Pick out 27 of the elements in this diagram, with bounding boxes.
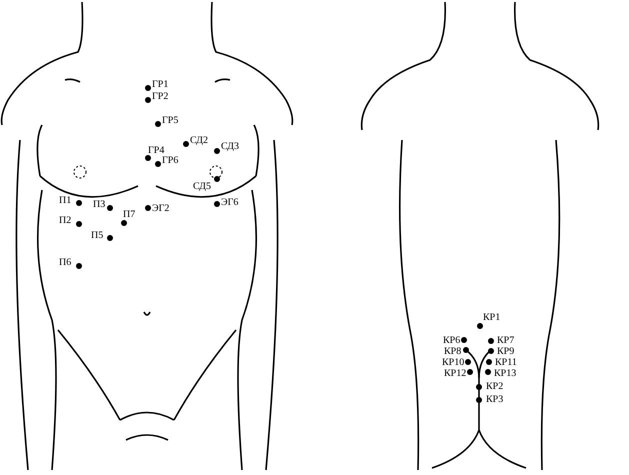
point-label: СД2 [190,136,208,146]
point-label: ГР5 [162,116,178,126]
point-label: П5 [91,231,104,241]
point-label: ГР6 [162,156,178,166]
point-label: СД3 [221,142,239,152]
point-label: КР8 [444,347,462,357]
point-label: П1 [59,196,72,206]
point-label: КР6 [443,336,460,346]
point-label: ЭГ2 [152,204,170,214]
point-label: КР7 [497,336,514,346]
point-label: ГР1 [152,80,168,90]
point-label: КР12 [444,369,466,379]
point-label: П2 [59,216,72,226]
point-label: КР11 [495,358,517,368]
point-label: КР2 [486,382,504,392]
point-label: КР10 [442,358,464,368]
point-label: ГР4 [148,146,164,156]
point-label: КР9 [497,347,514,357]
point-label: П7 [123,210,136,220]
point-label: СД5 [193,182,211,192]
point-label: КР13 [494,369,516,379]
point-label: КР1 [483,313,500,323]
point-label: ЭГ6 [221,198,238,208]
point-label: КР3 [486,395,504,405]
point-label: ГР2 [152,92,168,102]
point-label: П3 [93,200,106,210]
point-label: П6 [59,258,72,268]
